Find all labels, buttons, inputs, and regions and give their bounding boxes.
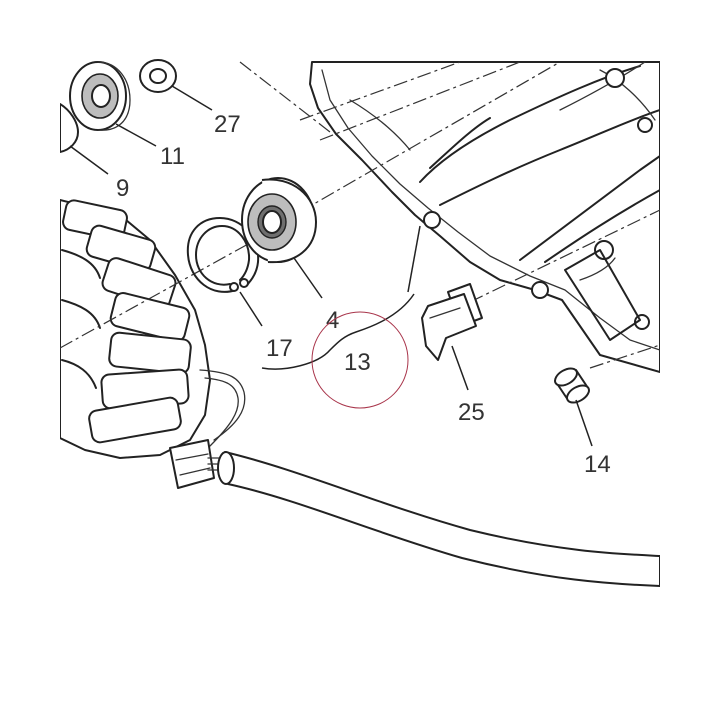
bearing-4 <box>241 177 317 264</box>
callout-27: 27 <box>214 111 241 138</box>
callout-9: 9 <box>116 175 129 202</box>
wire-connector <box>169 439 226 489</box>
stator-coil <box>60 199 246 459</box>
circlip-17 <box>186 217 260 293</box>
washer-27 <box>139 59 177 93</box>
callout-13: 13 <box>344 349 371 376</box>
crankcase-cover <box>309 61 660 373</box>
leader-lines <box>69 85 593 447</box>
highlight-circle <box>311 311 409 409</box>
callout-14: 14 <box>584 451 611 478</box>
callout-25: 25 <box>458 399 485 426</box>
centre-lines <box>60 61 660 369</box>
callout-17: 17 <box>266 335 293 362</box>
dowel-14 <box>554 367 590 404</box>
callout-11: 11 <box>160 143 185 170</box>
brace-13 <box>261 293 415 370</box>
cable <box>217 451 660 587</box>
part-9 <box>60 103 79 153</box>
bearing-11 <box>69 61 131 131</box>
clip-25 <box>421 283 483 361</box>
